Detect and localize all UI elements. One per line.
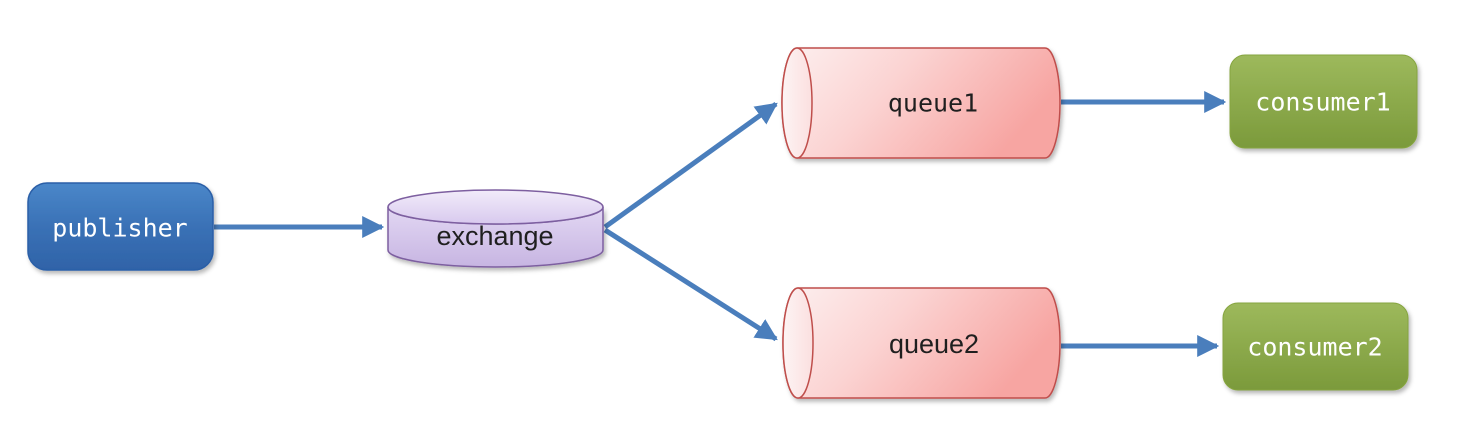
edge-exchange-queue1 <box>603 101 778 230</box>
consumer1-label: consumer1 <box>1255 88 1390 117</box>
node-publisher: publisher <box>27 182 214 271</box>
node-exchange: exchange <box>387 189 604 268</box>
queue1-label: queue1 <box>888 89 978 118</box>
queue1-cylinder-cap <box>781 47 813 159</box>
node-consumer2: consumer2 <box>1222 302 1409 391</box>
node-queue2: queue2 <box>782 287 1061 399</box>
queue2-cylinder-cap <box>782 287 814 399</box>
consumer2-label: consumer2 <box>1247 333 1382 362</box>
node-consumer1: consumer1 <box>1229 54 1418 149</box>
consumer2-box <box>1222 302 1409 391</box>
publisher-box <box>27 182 214 271</box>
exchange-cylinder-top <box>387 189 604 225</box>
consumer1-box <box>1229 54 1418 149</box>
queue2-label: queue2 <box>889 329 979 359</box>
exchange-label: exchange <box>436 221 553 251</box>
edges-group <box>214 90 1227 358</box>
publisher-label: publisher <box>52 214 187 243</box>
node-queue1: queue1 <box>781 47 1061 159</box>
edge-exchange-queue2 <box>603 227 778 342</box>
